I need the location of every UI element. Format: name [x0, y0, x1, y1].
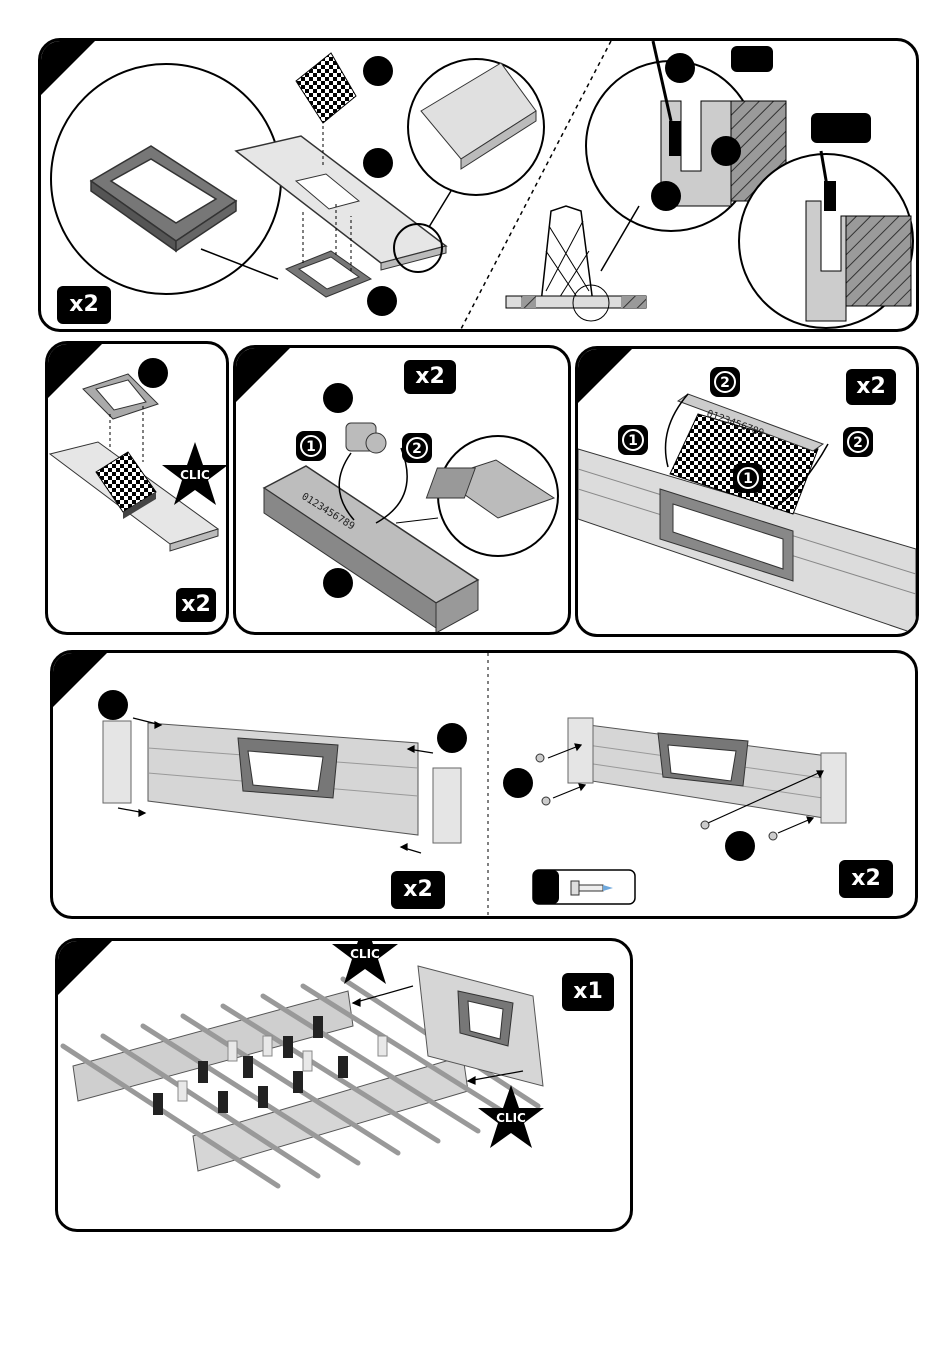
step-number-icon: 2 [402, 433, 432, 463]
part-dot-icon [323, 383, 353, 413]
part-dot-icon [711, 136, 741, 166]
part-dot-icon [367, 286, 397, 316]
part-dot-icon [651, 181, 681, 211]
clic-label: CLIC [496, 1111, 526, 1125]
quantity-badge: x2 [404, 360, 456, 394]
step-panel-6: CLIC CLIC x1 [55, 938, 633, 1232]
label-box [811, 113, 871, 143]
score-slider-part [346, 423, 386, 453]
quantity-badge: x2 [846, 369, 896, 405]
step-panel-2: CLIC x2 [45, 341, 229, 635]
end-cap-right [433, 768, 461, 843]
label-box [731, 46, 773, 72]
part-dot-icon [503, 768, 533, 798]
part-dot-icon [98, 690, 128, 720]
step-number-icon: 2 [843, 427, 873, 457]
step-panel-5: x2 x2 [50, 650, 918, 919]
step-number-icon: 1 [296, 431, 326, 461]
panel-1-illustration [41, 41, 916, 329]
clic-star-icon: CLIC [160, 440, 229, 510]
panel-5-illustration [53, 653, 915, 916]
clic-star-icon: CLIC [330, 938, 400, 989]
quantity-badge: x2 [839, 860, 893, 898]
part-dot-icon [323, 568, 353, 598]
step-panel-3: 0123456789 1 2 x2 [233, 345, 571, 635]
part-dot-icon [437, 723, 467, 753]
quantity-badge: x2 [176, 588, 216, 622]
part-dot-icon [363, 56, 393, 86]
clic-star-icon: CLIC [476, 1083, 546, 1153]
quantity-badge: x2 [391, 871, 445, 909]
step-panel-1: x2 [38, 38, 919, 332]
checkered-goal-block [296, 53, 356, 123]
quantity-badge: x1 [562, 973, 614, 1011]
part-dot-icon [665, 53, 695, 83]
part-dot-icon [363, 148, 393, 178]
clic-label: CLIC [180, 468, 210, 482]
part-dot-icon [138, 358, 168, 388]
step-number-icon: 1 [618, 425, 648, 455]
step-panel-4: 0123456789 1 1 2 2 x2 [575, 346, 919, 637]
part-dot-icon [725, 831, 755, 861]
quantity-badge: x2 [57, 286, 111, 324]
end-cap-left [103, 721, 131, 803]
panel-3-illustration: 0123456789 [236, 348, 568, 632]
clic-label: CLIC [350, 947, 380, 961]
step-number-icon: 2 [710, 367, 740, 397]
step-number-icon: 1 [733, 463, 763, 493]
